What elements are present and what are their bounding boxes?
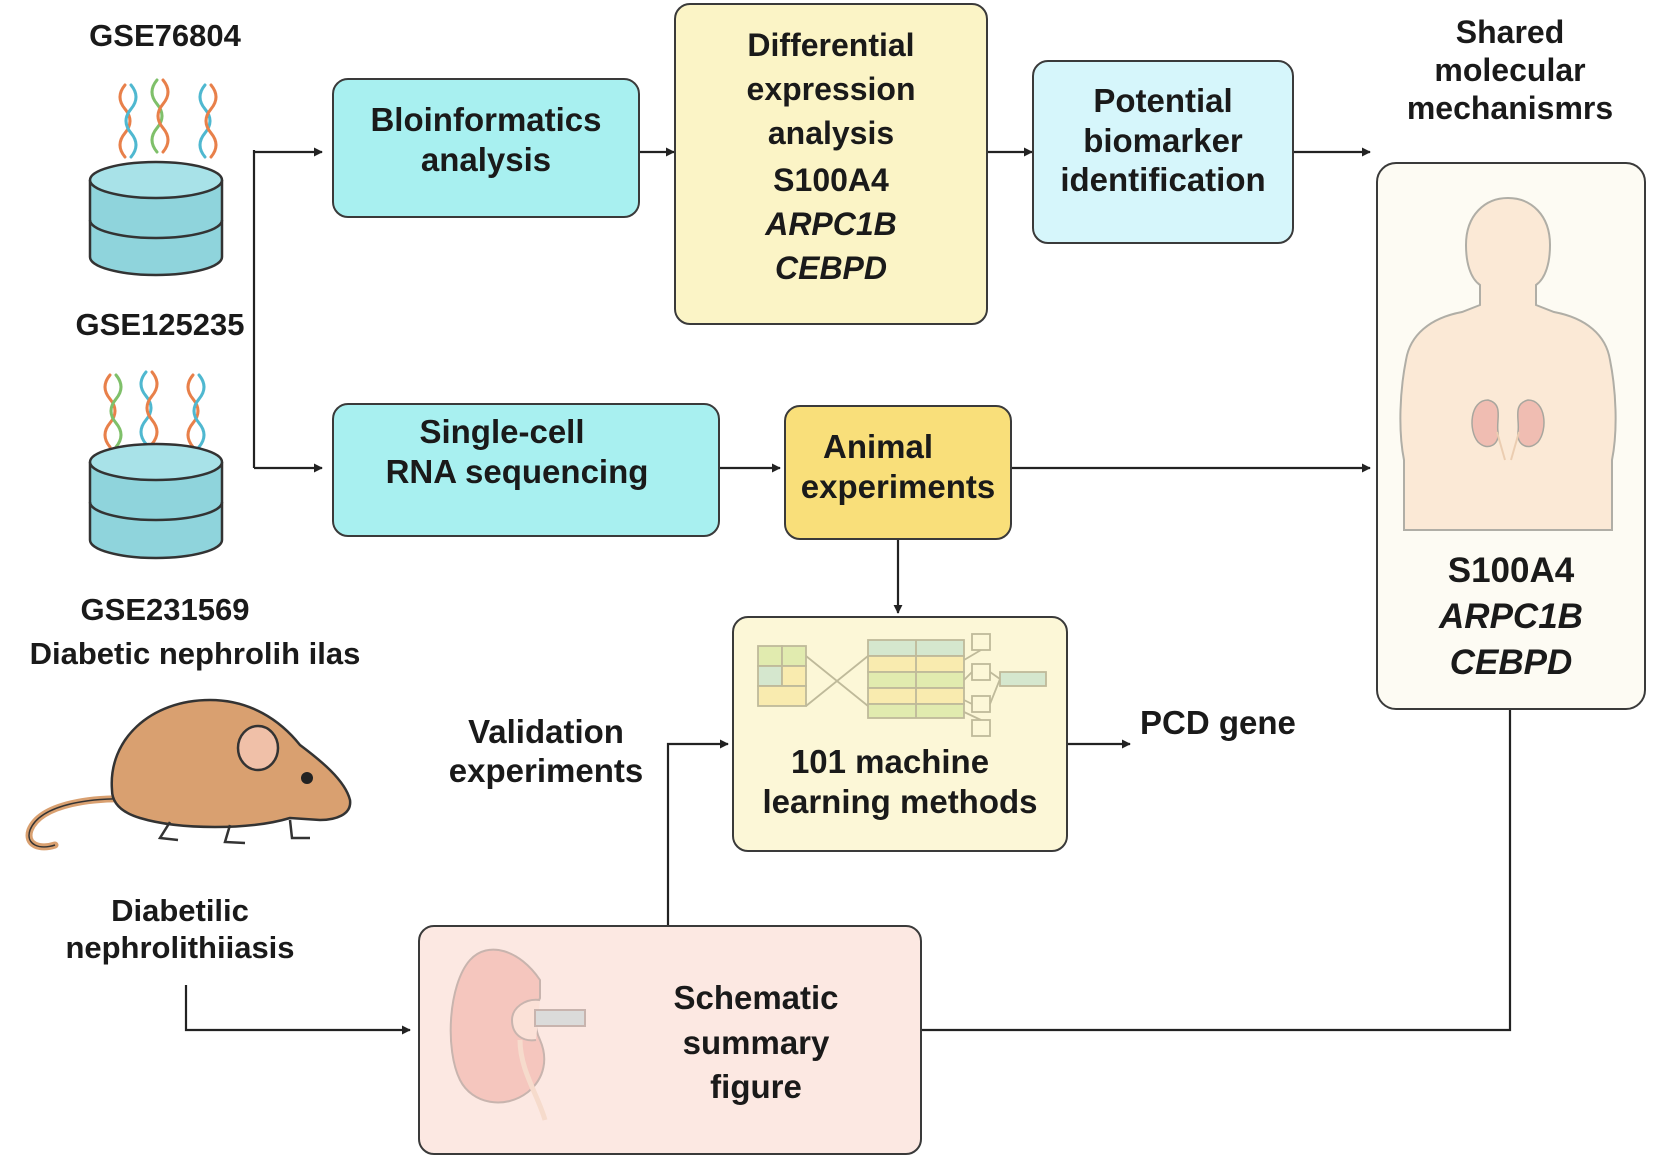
animal-line1: Animal xyxy=(822,428,934,465)
dna-icon-top xyxy=(118,78,218,159)
animal-line2: experiments xyxy=(800,467,996,505)
differential-expression-box xyxy=(674,3,988,325)
database-icon-middle xyxy=(88,442,224,560)
ml-methods-box xyxy=(732,616,1068,852)
bioinformatics-box-text: Bloinformatics analysis xyxy=(332,100,640,179)
single-cell-line2: RNA sequencing xyxy=(385,452,649,490)
validation-line2: experiments xyxy=(448,751,644,789)
shared-genes-text: S100A4 ARPC1B CEBPD xyxy=(1376,548,1646,687)
shared-line1: Shared xyxy=(1455,14,1565,50)
gene-cebpd: CEBPD xyxy=(774,250,887,287)
biomarker-box xyxy=(1032,60,1294,244)
biomarker-line1: Potential xyxy=(1093,82,1233,119)
differential-line3: analysis xyxy=(767,114,895,151)
connectors xyxy=(184,147,1512,1035)
biomarker-line3: identification xyxy=(1060,161,1266,199)
schematic-summary-box xyxy=(418,925,922,1155)
biomarker-box-text: Potential biomarker identification xyxy=(1032,81,1294,200)
dataset-label-gse231569: GSE231569 xyxy=(80,592,250,627)
biomarker-line2: biomarker xyxy=(1083,121,1243,159)
differential-expression-text: Differential expression analysis S100A4 … xyxy=(674,24,988,291)
differential-line2: expression xyxy=(746,70,916,107)
ml-methods-text: 101 machine learning methods xyxy=(732,742,1068,821)
dataset-label-gse76804: GSE76804 xyxy=(89,18,241,53)
validation-experiments-label: Validation experiments xyxy=(430,713,662,791)
ml-line2: learning methods xyxy=(762,782,1038,820)
mouse-label: Diabetilic nephrolithiiasis xyxy=(10,893,350,966)
mouse-label-line2: nephrolithiiasis xyxy=(65,929,295,965)
mouse-icon xyxy=(25,698,352,851)
single-cell-box xyxy=(332,403,720,537)
schematic-line3: figure xyxy=(710,1068,802,1106)
schematic-summary-text: Schematic summary figure xyxy=(620,976,892,1110)
bioinformatics-box xyxy=(332,78,640,218)
shared-gene-arpc1b: ARPC1B xyxy=(1439,597,1583,637)
bioinformatics-line2: analysis xyxy=(420,140,552,178)
pcd-gene-label: PCD gene xyxy=(1140,704,1296,741)
animal-experiments-text: Animal experiments xyxy=(784,427,1012,506)
shared-line2: molecular xyxy=(1434,51,1586,88)
shared-mechanisms-heading: Shared molecular mechanismrs xyxy=(1370,14,1650,127)
single-cell-line1: Single-cell xyxy=(419,413,585,450)
ml-line1: 101 machine xyxy=(790,743,990,780)
single-cell-box-text: Single-cell RNA sequencing xyxy=(332,412,672,491)
shared-mechanisms-box xyxy=(1376,162,1646,710)
database-icon-top xyxy=(88,160,224,277)
animal-experiments-box xyxy=(784,405,1012,540)
shared-gene-s100a4: S100A4 xyxy=(1447,551,1575,590)
shared-line3: mechanismrs xyxy=(1406,89,1614,126)
dataset-label-gse125235: GSE125235 xyxy=(75,307,245,342)
dataset-sublabel-gse231569: Diabetic nephrolih ilas xyxy=(29,636,361,671)
mouse-label-line1: Diabetilic xyxy=(111,893,249,928)
dna-icon-middle xyxy=(103,370,206,449)
validation-line1: Validation xyxy=(468,713,624,750)
bioinformatics-line1: Bloinformatics xyxy=(370,101,602,138)
schematic-line2: summary xyxy=(682,1023,830,1061)
schematic-line1: Schematic xyxy=(673,979,839,1016)
gene-s100a4: S100A4 xyxy=(773,162,889,199)
differential-line1: Differential xyxy=(747,27,915,63)
shared-gene-cebpd: CEBPD xyxy=(1449,643,1573,683)
gene-arpc1b: ARPC1B xyxy=(765,206,897,243)
